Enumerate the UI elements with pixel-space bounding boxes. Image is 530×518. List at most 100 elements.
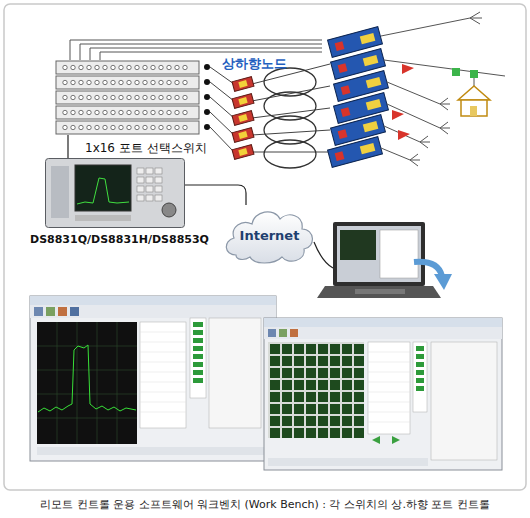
illustration-part [306, 416, 316, 426]
illustration-part [37, 322, 137, 444]
connector [185, 185, 246, 205]
illustration-part [135, 125, 139, 129]
illustration-part [46, 307, 55, 316]
illustration-part [416, 378, 424, 383]
illustration-part [30, 296, 276, 305]
illustration-part [167, 110, 171, 114]
illustration-part [87, 65, 91, 69]
illustration-part [71, 80, 75, 84]
illustration-part [387, 104, 450, 134]
illustration-part [354, 428, 364, 438]
illustration-part [103, 125, 107, 129]
illustration-part [183, 65, 187, 69]
illustration-part [143, 65, 147, 69]
illustration-part [363, 55, 379, 66]
illustration-part [354, 368, 364, 378]
illustration-part [70, 307, 79, 316]
illustration-part [37, 322, 137, 444]
illustration-part [306, 392, 316, 402]
illustration-part [328, 137, 383, 168]
illustration-part [159, 65, 163, 69]
illustration-part [360, 33, 376, 44]
caption-holder: 리모트 컨트롤 운용 소프트웨어 워크벤치 (Work Bench) : 각 스… [0, 493, 530, 512]
illustration-part [155, 195, 162, 201]
illustration-part [470, 106, 477, 116]
software-window-right [264, 318, 502, 470]
illustration-part [354, 416, 364, 426]
illustration-part [193, 338, 203, 343]
illustration-part [363, 121, 379, 132]
illustration-part [146, 177, 153, 183]
illustration-part [318, 368, 328, 378]
illustration-part [140, 322, 186, 428]
illustration-part [294, 416, 304, 426]
illustration-part [318, 392, 328, 402]
illustration-part [135, 110, 139, 114]
illustration-part [95, 80, 99, 84]
illustration-part [368, 352, 410, 422]
illustration-part [392, 110, 404, 120]
illustration-part [183, 80, 187, 84]
illustration-part [51, 166, 69, 218]
illustration-part [337, 226, 421, 282]
illustration-part [392, 436, 400, 444]
illustration-part [368, 352, 410, 422]
illustration-part [127, 80, 131, 84]
illustration-part [330, 356, 340, 366]
illustration-part [71, 110, 75, 114]
illustration-part [79, 95, 83, 99]
illustration-part [342, 368, 352, 378]
illustration-part [238, 80, 247, 88]
illustration-part [458, 86, 490, 100]
illustration-part [111, 125, 115, 129]
outer-frame [4, 4, 526, 490]
illustration-part [270, 404, 280, 414]
illustration-part [119, 65, 123, 69]
illustration-part [190, 318, 206, 398]
illustration-part [318, 416, 328, 426]
illustration-part [282, 404, 292, 414]
spectrum-analyzer-shape [45, 158, 185, 228]
port-dots [204, 64, 210, 130]
illustration-part [210, 82, 234, 101]
illustration-part [204, 109, 210, 115]
illustration-part [306, 380, 316, 390]
illustration-part [306, 356, 316, 366]
illustration-part [282, 428, 292, 438]
illustration-part [232, 111, 254, 126]
illustration-part [317, 286, 441, 298]
illustration-part [342, 428, 352, 438]
laptop [317, 222, 441, 298]
illustration-part [151, 80, 155, 84]
illustration-part [111, 65, 115, 69]
illustration-part [34, 307, 43, 316]
illustration-part [282, 392, 292, 402]
illustration-part [342, 392, 352, 402]
illustration-part [146, 168, 153, 174]
illustration-part [143, 110, 147, 114]
illustration-part [372, 436, 400, 444]
illustration-part [204, 64, 210, 70]
illustration-part [342, 356, 352, 366]
illustration-part [318, 344, 328, 354]
illustration-part [193, 354, 203, 359]
illustration-part [135, 65, 139, 69]
illustration-part [342, 404, 352, 414]
illustration-part [193, 370, 203, 375]
illustration-part [294, 392, 304, 402]
illustration-part [137, 177, 144, 183]
illustration-part [232, 128, 254, 143]
illustration-part [279, 329, 287, 337]
illustration-part [252, 86, 330, 101]
field-nodes [328, 27, 389, 168]
illustration-part [282, 416, 292, 426]
illustration-part [71, 95, 75, 99]
illustration-part [45, 158, 185, 228]
illustration-part [140, 332, 186, 412]
node-label: Internet [240, 228, 300, 243]
illustration-part [77, 178, 129, 204]
illustration-part [159, 125, 163, 129]
illustration-part [452, 68, 460, 76]
illustration-part [384, 60, 505, 76]
